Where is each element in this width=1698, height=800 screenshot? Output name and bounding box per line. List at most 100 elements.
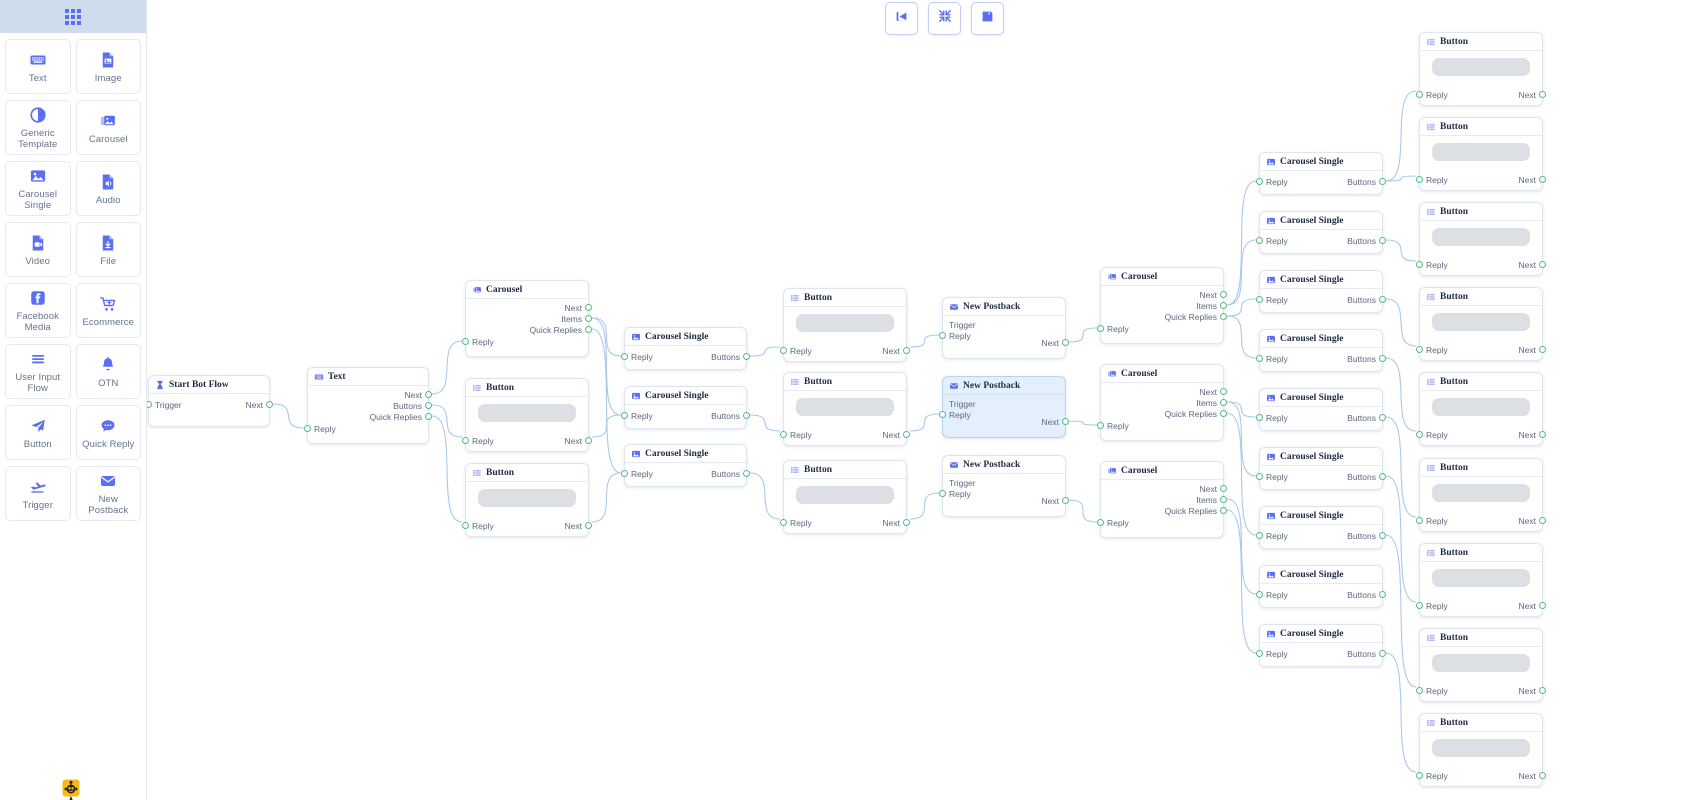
input-port-reply[interactable]: Reply — [780, 518, 812, 528]
port-handle[interactable] — [585, 437, 592, 444]
flow-node-button[interactable]: Button Next Reply — [1416, 287, 1546, 361]
port-handle[interactable] — [939, 332, 946, 339]
input-port-reply[interactable]: Reply — [1416, 516, 1448, 526]
output-port-items[interactable]: Items — [1196, 495, 1227, 505]
port-handle[interactable] — [1062, 418, 1069, 425]
port-handle[interactable] — [1256, 473, 1263, 480]
input-port-trigger[interactable]: Trigger — [949, 320, 976, 330]
output-port-next[interactable]: Next — [565, 436, 592, 446]
fit-to-screen-button[interactable] — [928, 2, 961, 35]
port-handle[interactable] — [1379, 532, 1386, 539]
port-handle[interactable] — [1220, 410, 1227, 417]
port-handle[interactable] — [1062, 497, 1069, 504]
input-port-reply[interactable]: Reply — [1416, 90, 1448, 100]
output-port-buttons[interactable]: Buttons — [1347, 531, 1386, 541]
input-port-reply[interactable]: Reply — [621, 352, 653, 362]
palette-item-carousel[interactable]: Carousel — [75, 100, 141, 155]
port-handle[interactable] — [1097, 325, 1104, 332]
flow-node-carousel-single[interactable]: Carousel Single Buttons Reply — [1256, 152, 1386, 195]
output-port-next[interactable]: Next — [883, 346, 910, 356]
port-handle[interactable] — [1539, 346, 1546, 353]
palette-item-carousel-single[interactable]: Carousel Single — [5, 161, 71, 216]
output-port-next[interactable]: Next — [1519, 345, 1546, 355]
input-port-reply[interactable]: Reply — [1256, 295, 1288, 305]
port-handle[interactable] — [425, 402, 432, 409]
flow-node-carousel-single[interactable]: Carousel Single Buttons Reply — [1256, 388, 1386, 431]
port-handle[interactable] — [780, 431, 787, 438]
port-handle[interactable] — [462, 437, 469, 444]
input-port-reply[interactable]: Reply — [1256, 649, 1288, 659]
palette-item-video[interactable]: Video — [5, 222, 71, 277]
grid-apps-icon[interactable] — [65, 8, 81, 25]
port-handle[interactable] — [585, 315, 592, 322]
port-handle[interactable] — [780, 347, 787, 354]
flow-canvas[interactable]: Start Bot Flow Next Trigger Text Next — [147, 0, 1698, 800]
port-handle[interactable] — [1220, 302, 1227, 309]
flow-node-carousel-single[interactable]: Carousel Single Buttons Reply — [621, 386, 750, 429]
flow-node-new-postback[interactable]: New Postback Next Trigger Reply — [939, 455, 1069, 517]
input-port-reply[interactable]: Reply — [780, 346, 812, 356]
port-handle[interactable] — [903, 431, 910, 438]
port-handle[interactable] — [1379, 591, 1386, 598]
port-handle[interactable] — [1539, 176, 1546, 183]
port-handle[interactable] — [585, 522, 592, 529]
port-handle[interactable] — [621, 353, 628, 360]
port-handle[interactable] — [1220, 388, 1227, 395]
port-handle[interactable] — [1416, 431, 1423, 438]
output-port-quick-replies[interactable]: Quick Replies — [530, 325, 592, 335]
flow-node-button[interactable]: Button Next Reply — [1416, 32, 1546, 106]
input-port-reply[interactable]: Reply — [1256, 354, 1288, 364]
flow-node-button[interactable]: Button Next Reply — [1416, 372, 1546, 446]
port-handle[interactable] — [1379, 296, 1386, 303]
output-port-next[interactable]: Next — [1519, 90, 1546, 100]
port-handle[interactable] — [1256, 355, 1263, 362]
flow-node-carousel[interactable]: Carousel Next Items Quick Replies Reply — [462, 280, 592, 357]
input-port-reply[interactable]: Reply — [939, 410, 971, 420]
output-port-next[interactable]: Next — [1200, 387, 1227, 397]
port-handle[interactable] — [1379, 414, 1386, 421]
input-port-reply[interactable]: Reply — [1256, 531, 1288, 541]
input-port-trigger[interactable]: Trigger — [147, 400, 182, 410]
port-handle[interactable] — [780, 519, 787, 526]
port-handle[interactable] — [425, 413, 432, 420]
input-port-trigger[interactable]: Trigger — [949, 399, 976, 409]
output-port-next[interactable]: Next — [565, 303, 592, 313]
palette-item-file[interactable]: File — [75, 222, 141, 277]
port-handle[interactable] — [1416, 176, 1423, 183]
output-port-next[interactable]: Next — [883, 430, 910, 440]
flow-node-text[interactable]: Text Next Buttons Quick Replies Reply — [304, 367, 432, 444]
port-handle[interactable] — [1416, 772, 1423, 779]
flow-node-carousel-single[interactable]: Carousel Single Buttons Reply — [621, 327, 750, 370]
input-port-reply[interactable]: Reply — [1416, 771, 1448, 781]
port-handle[interactable] — [1539, 602, 1546, 609]
port-handle[interactable] — [147, 401, 152, 408]
output-port-items[interactable]: Items — [561, 314, 592, 324]
flow-node-carousel-single[interactable]: Carousel Single Buttons Reply — [1256, 211, 1386, 254]
output-port-next[interactable]: Next — [1042, 417, 1069, 427]
flow-node-carousel[interactable]: Carousel Next Items Quick Replies Reply — [1097, 461, 1227, 538]
output-port-buttons[interactable]: Buttons — [1347, 649, 1386, 659]
output-port-buttons[interactable]: Buttons — [711, 352, 750, 362]
palette-item-button[interactable]: Button — [5, 405, 71, 460]
input-port-reply[interactable]: Reply — [1416, 345, 1448, 355]
output-port-buttons[interactable]: Buttons — [1347, 177, 1386, 187]
palette-item-audio[interactable]: Audio — [75, 161, 141, 216]
palette-item-facebook-media[interactable]: Facebook Media — [5, 283, 71, 338]
port-handle[interactable] — [903, 347, 910, 354]
palette-item-trigger[interactable]: Trigger — [5, 466, 71, 521]
port-handle[interactable] — [1416, 261, 1423, 268]
port-handle[interactable] — [1539, 91, 1546, 98]
port-handle[interactable] — [1256, 296, 1263, 303]
port-handle[interactable] — [1539, 431, 1546, 438]
port-handle[interactable] — [1379, 237, 1386, 244]
port-handle[interactable] — [1220, 507, 1227, 514]
port-handle[interactable] — [462, 338, 469, 345]
input-port-reply[interactable]: Reply — [1256, 413, 1288, 423]
input-port-reply[interactable]: Reply — [462, 521, 494, 531]
port-handle[interactable] — [621, 470, 628, 477]
port-handle[interactable] — [939, 490, 946, 497]
palette-item-otn[interactable]: OTN — [75, 344, 141, 399]
output-port-buttons[interactable]: Buttons — [1347, 472, 1386, 482]
flow-node-carousel-single[interactable]: Carousel Single Buttons Reply — [1256, 329, 1386, 372]
palette-item-quick-reply[interactable]: Quick Reply — [75, 405, 141, 460]
